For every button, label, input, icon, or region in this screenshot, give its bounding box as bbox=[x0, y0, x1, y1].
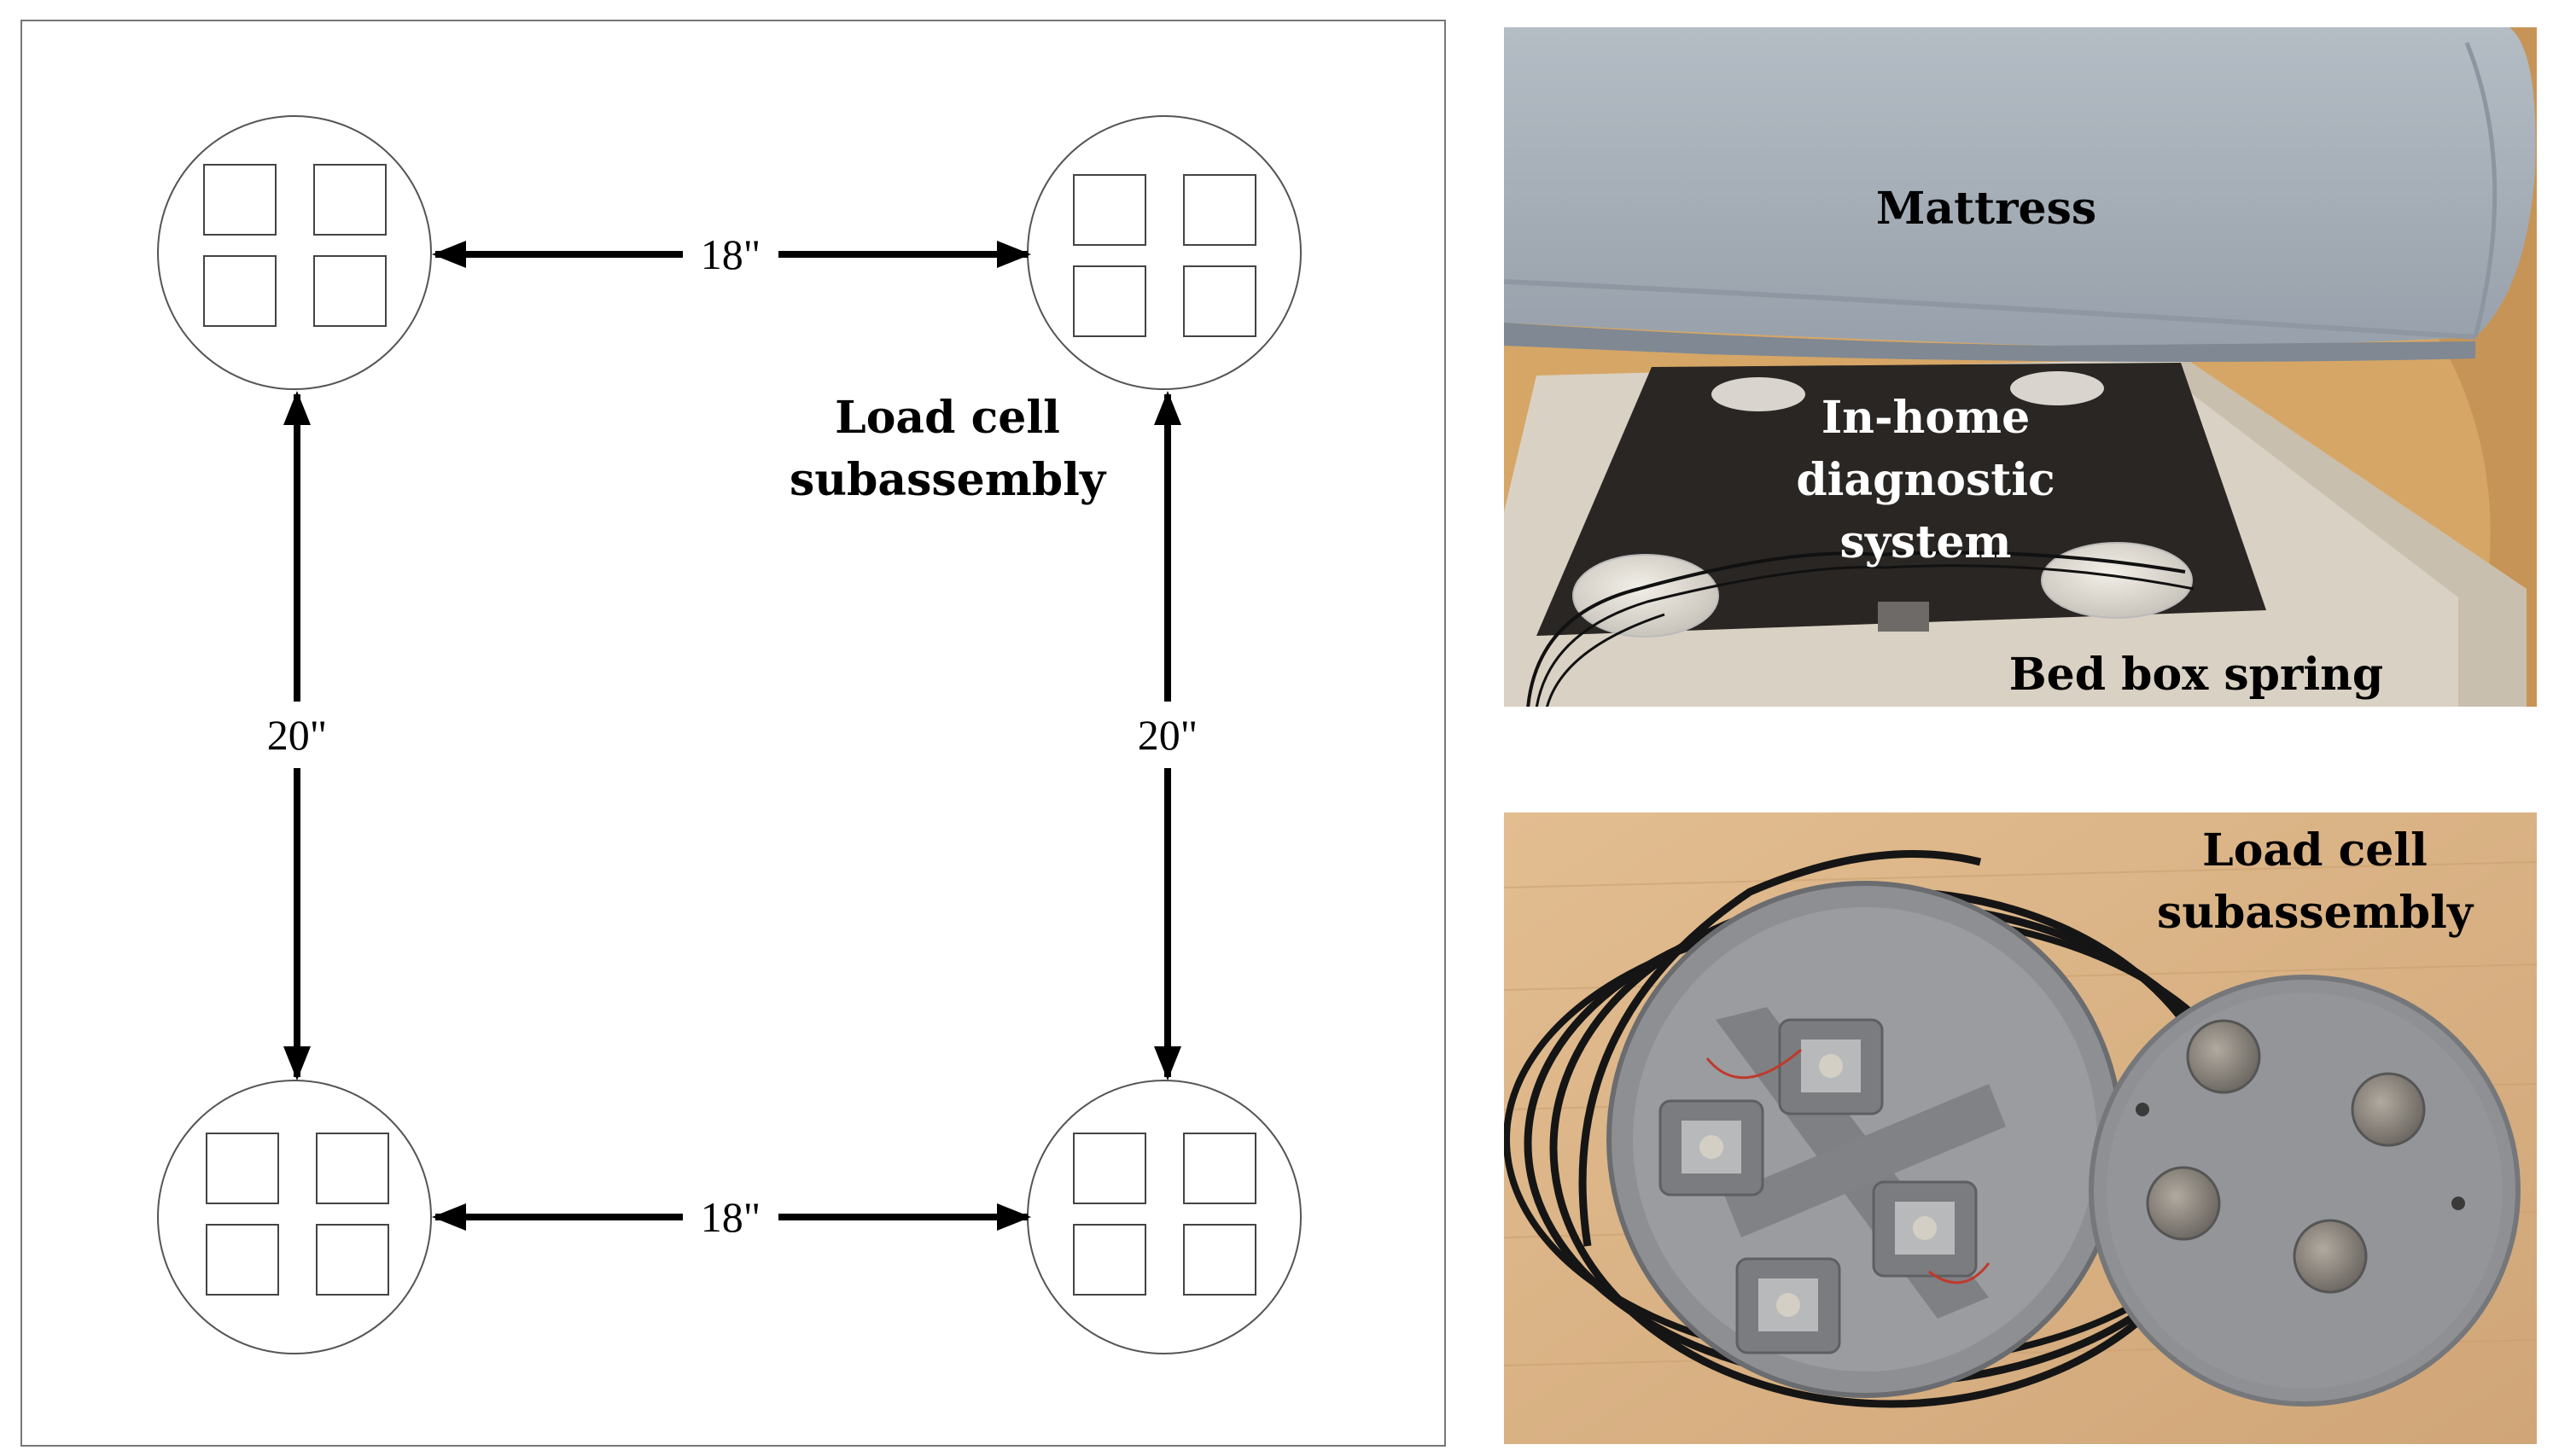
load-cell-unit-bottom-left bbox=[157, 1080, 432, 1354]
load-cell-pad bbox=[1711, 377, 1805, 411]
load-cell-enclosure-lid bbox=[2089, 975, 2521, 1406]
load-cell-unit-top-left bbox=[157, 115, 432, 390]
dim-label-top: 18" bbox=[701, 230, 761, 278]
bed-photo: Mattress In-home diagnostic system Bed b… bbox=[1504, 27, 2537, 707]
load-cell-unit-bottom-right bbox=[1027, 1080, 1302, 1354]
system-label-line2: diagnostic bbox=[1796, 454, 2055, 506]
mattress bbox=[1504, 27, 2536, 347]
mattress-label: Mattress bbox=[1876, 183, 2096, 235]
subassembly-label-line2: subassembly bbox=[2157, 887, 2474, 939]
system-label-line3: system bbox=[1840, 516, 2012, 568]
load-cell-pad bbox=[2010, 371, 2104, 405]
subassembly-photo: Load cell subassembly bbox=[1504, 812, 2537, 1444]
load-cell-unit-top-right bbox=[1027, 115, 1302, 390]
subassembly-label-line1: Load cell bbox=[2202, 824, 2428, 877]
system-label-line1: In-home bbox=[1821, 392, 2030, 444]
load-cell-pad bbox=[2041, 542, 2193, 619]
schematic-label-line2: subassembly bbox=[790, 454, 1107, 506]
schematic-panel: 18" 18" 20" 20" Load cell subassembly bbox=[20, 20, 1446, 1447]
dim-label-left: 20" bbox=[267, 711, 327, 759]
boxspring-label: Bed box spring bbox=[2009, 649, 2384, 701]
schematic-label-line1: Load cell bbox=[835, 392, 1060, 444]
dim-label-right: 20" bbox=[1138, 711, 1198, 759]
dim-label-bottom: 18" bbox=[701, 1193, 761, 1241]
load-cell-enclosure-open bbox=[1606, 881, 2124, 1398]
